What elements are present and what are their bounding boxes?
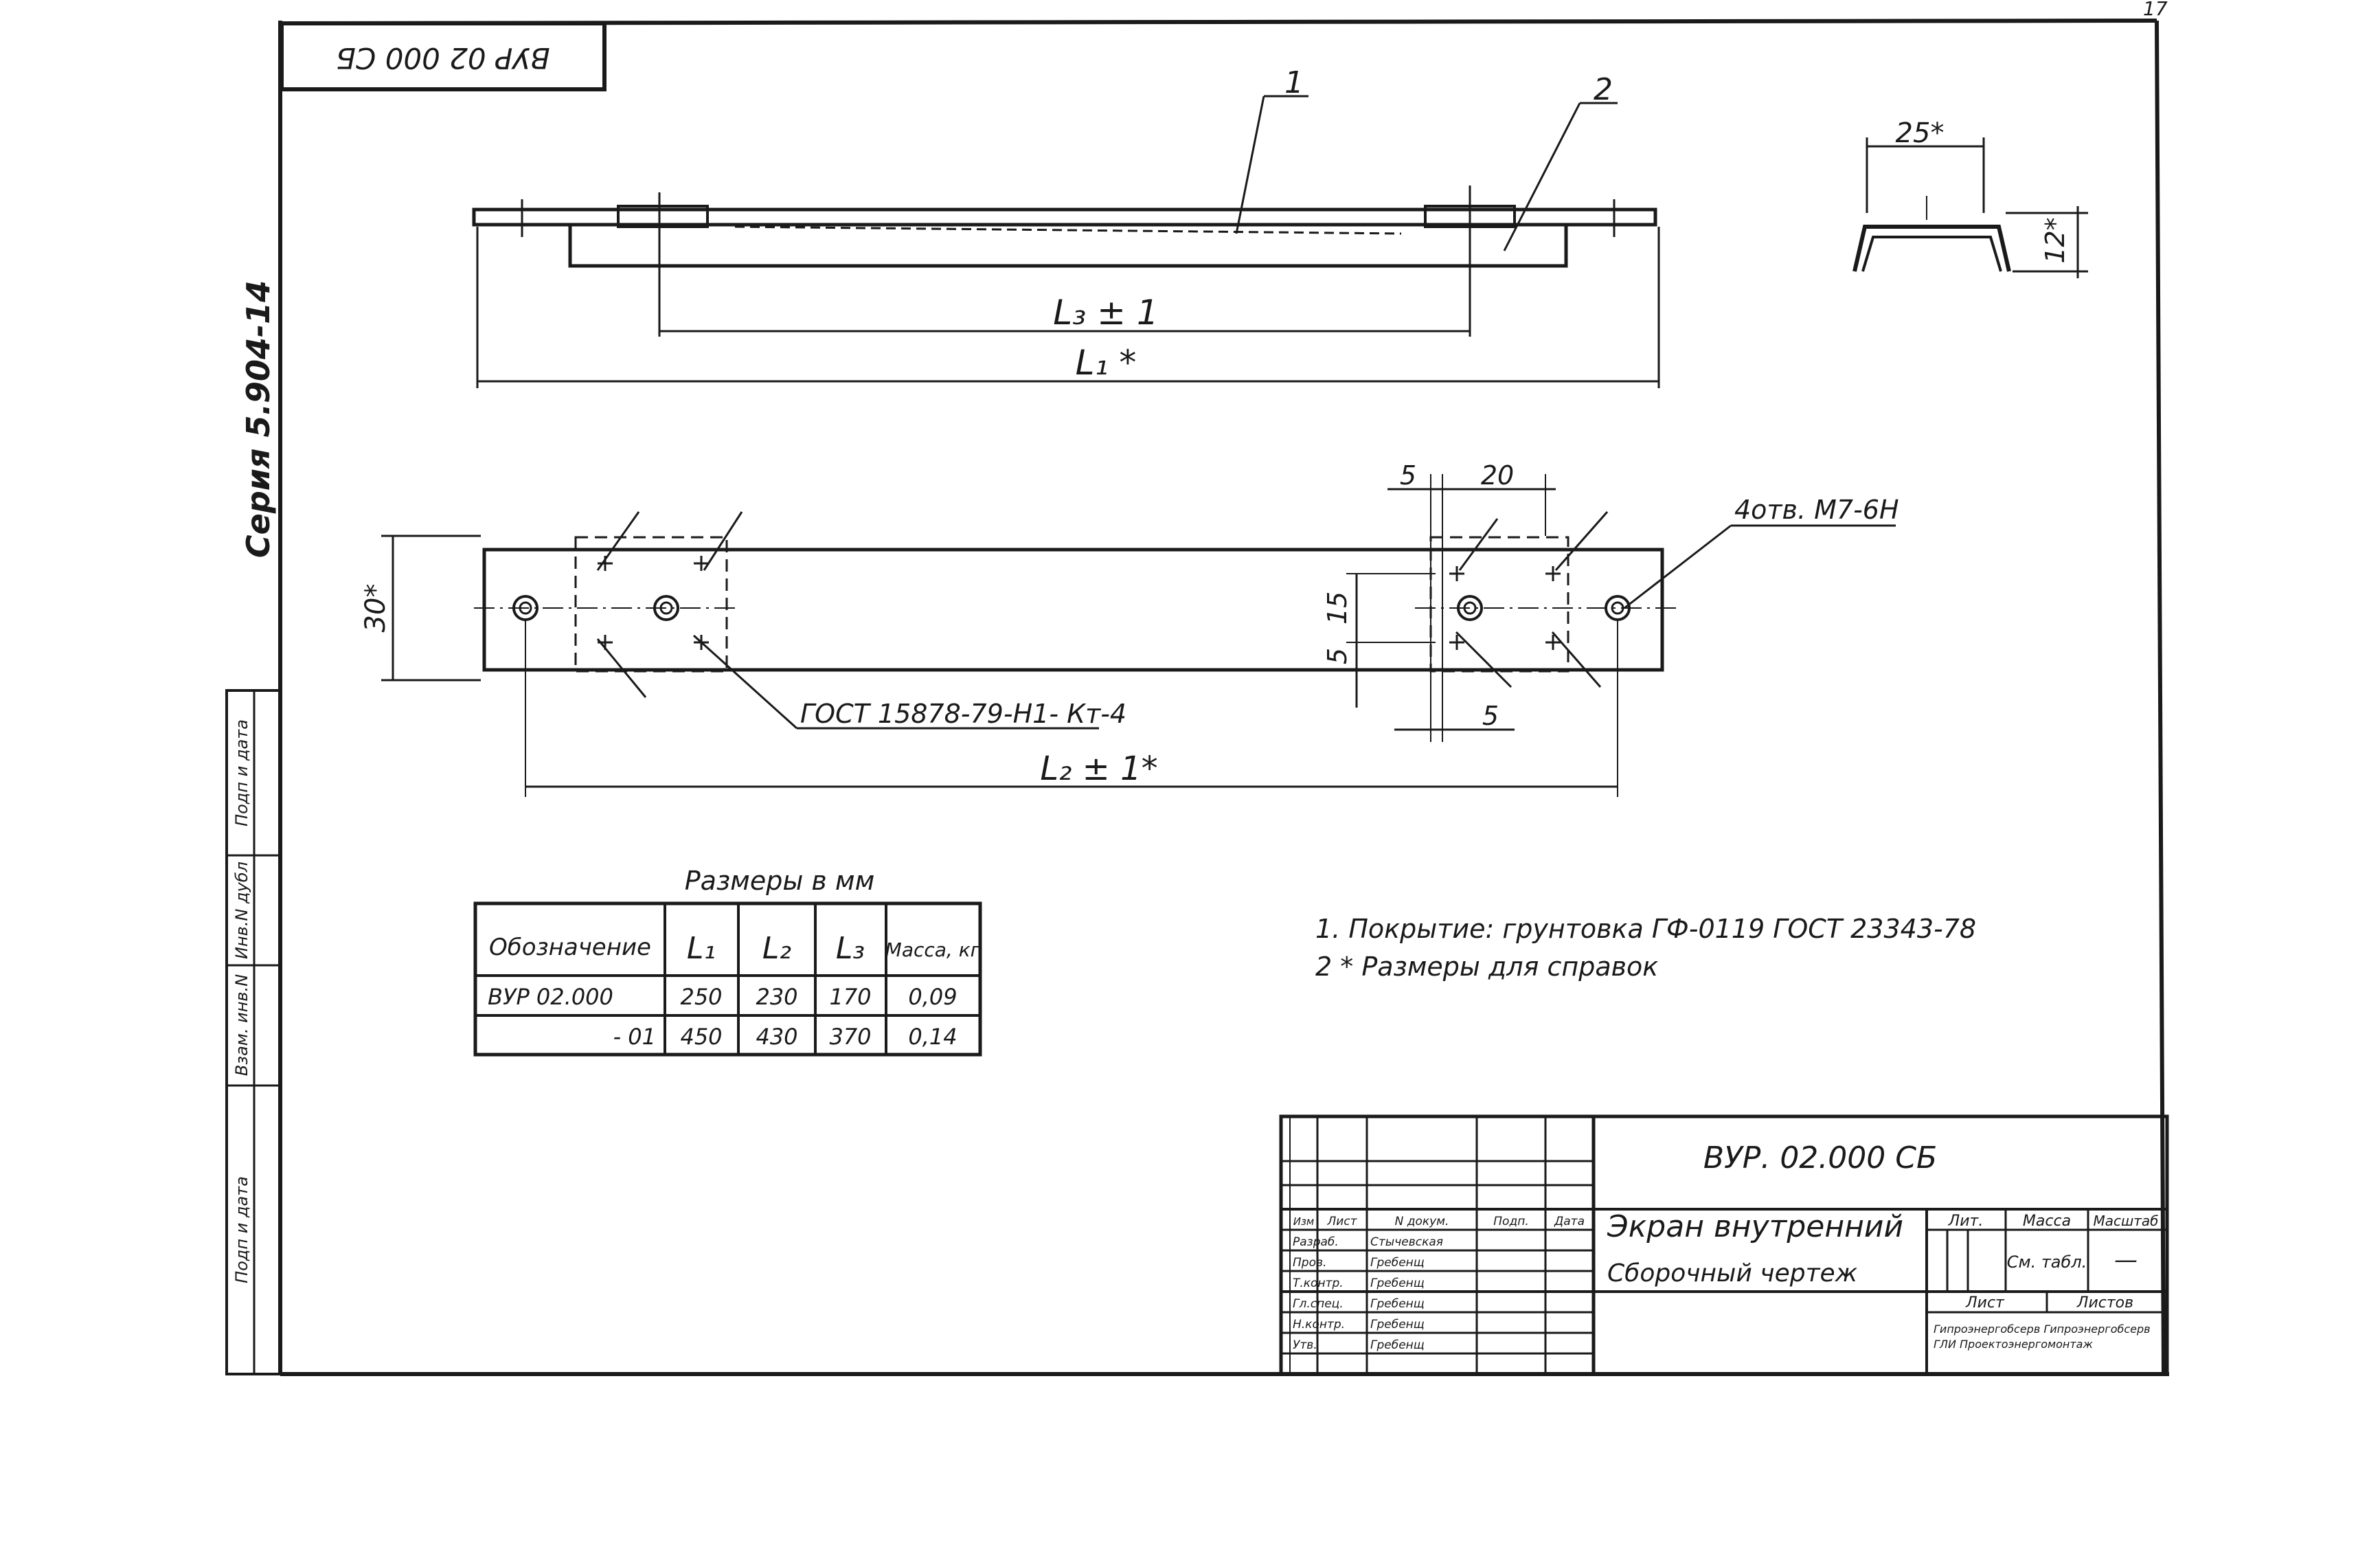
callout-2: 2 <box>1594 72 1613 107</box>
stamp-code: ВУР 02 000 СБ <box>336 41 550 75</box>
table-cell: ВУР 02.000 <box>488 984 613 1010</box>
tb-header-sign: Подп. <box>1493 1215 1528 1228</box>
col-scale: Масштаб <box>2093 1213 2158 1229</box>
dim-15: 15 <box>1322 592 1352 625</box>
tb-role: Разраб. <box>1293 1235 1339 1249</box>
table-header-designation: Обозначение <box>489 934 651 961</box>
dim-l1: L₁ * <box>1076 343 1137 383</box>
sheets-label: Листов <box>2076 1294 2133 1312</box>
tb-role: Пров. <box>1293 1256 1326 1270</box>
table-cell: 430 <box>756 1024 797 1050</box>
tb-name: Гребенщ <box>1370 1318 1425 1331</box>
title-block-frame <box>1279 1114 2169 1376</box>
tb-header-izm: Изм <box>1293 1215 1315 1228</box>
section-height: 12* <box>2040 217 2070 263</box>
dim-5-top: 5 <box>1400 460 1416 491</box>
table-cell: 170 <box>829 984 871 1010</box>
tb-header-date: Дата <box>1554 1215 1585 1228</box>
mass-value: См. табл. <box>2007 1252 2087 1272</box>
doc-code: ВУР. 02.000 СБ <box>1703 1140 1937 1176</box>
side-label-1: Подп и дата <box>232 719 251 827</box>
plan-view <box>381 474 1896 797</box>
series-label: Серия 5.904-14 <box>240 280 277 558</box>
section-width: 25* <box>1896 117 1945 149</box>
col-mass: Масса <box>2023 1213 2071 1230</box>
section-view <box>1852 137 2088 278</box>
org-line-1: Гипроэнергобсерв Гипроэнергобсерв <box>1934 1323 2151 1336</box>
table-cell: 370 <box>829 1024 871 1050</box>
table-cell: 230 <box>756 984 797 1010</box>
dim-20: 20 <box>1481 460 1514 491</box>
dim-width: 30* <box>360 584 392 633</box>
tb-name: Стычевская <box>1370 1235 1443 1249</box>
tb-role: Т.контр. <box>1293 1277 1344 1290</box>
dim-5-left: 5 <box>1322 648 1352 664</box>
doc-subtitle: Сборочный чертеж <box>1607 1259 1858 1287</box>
tb-header-list: Лист <box>1326 1215 1357 1228</box>
stamp-box <box>280 21 607 91</box>
dim-5-bottom: 5 <box>1482 701 1499 731</box>
table-header-l1: L₁ <box>687 931 716 966</box>
tb-role: Утв. <box>1293 1338 1317 1352</box>
tb-name: Гребенщ <box>1370 1277 1425 1290</box>
table-cell: 250 <box>680 984 722 1010</box>
tb-role: Н.контр. <box>1293 1318 1345 1331</box>
elevation-view <box>472 95 1660 388</box>
dim-l2: L₂ ± 1* <box>1040 750 1157 788</box>
tb-role: Гл.спец. <box>1293 1297 1344 1311</box>
table-cell: - 01 <box>613 1024 656 1050</box>
callout-1: 1 <box>1284 65 1304 100</box>
sizes-table <box>473 901 982 1057</box>
note-1: 1. Покрытие: грунтовка ГФ-0119 ГОСТ 2334… <box>1315 914 1976 944</box>
table-cell: 450 <box>680 1024 722 1050</box>
tb-header-doc: N докум. <box>1395 1215 1449 1228</box>
side-label-3: Взам. инв.N <box>232 974 251 1076</box>
table-header-mass: Масса, кг <box>885 938 981 961</box>
table-caption: Размеры в мм <box>685 866 874 896</box>
dim-l3: L₃ ± 1 <box>1053 293 1158 333</box>
side-label-2: Инв.N дубл <box>232 862 251 959</box>
side-label-4: Подп и дата <box>232 1176 251 1283</box>
sheet-label: Лист <box>1965 1294 2005 1312</box>
tb-name: Гребенщ <box>1370 1297 1425 1311</box>
note-2: 2 * Размеры для справок <box>1315 952 1658 982</box>
page-number: 17 <box>2143 0 2168 20</box>
holes-note: 4отв. М7-6Н <box>1734 495 1899 525</box>
scale-value: — <box>2114 1246 2138 1274</box>
side-strip: Подп и дата Инв.N дубл Взам. инв.N Подп … <box>225 689 282 1375</box>
gost-rivet: ГОСТ 15878-79-Н1- Кт-4 <box>800 699 1126 729</box>
org-line-2: ГЛИ Проектоэнергомонтаж <box>1934 1338 2093 1351</box>
tb-name: Гребенщ <box>1370 1256 1425 1270</box>
table-cell: 0,14 <box>908 1024 957 1050</box>
tb-name: Гребенщ <box>1370 1338 1425 1352</box>
table-header-l2: L₂ <box>762 931 791 966</box>
doc-title: Экран внутренний <box>1607 1209 1903 1244</box>
col-lit: Лит. <box>1948 1213 1984 1230</box>
table-cell: 0,09 <box>908 984 957 1010</box>
table-header-l3: L₃ <box>836 931 865 966</box>
